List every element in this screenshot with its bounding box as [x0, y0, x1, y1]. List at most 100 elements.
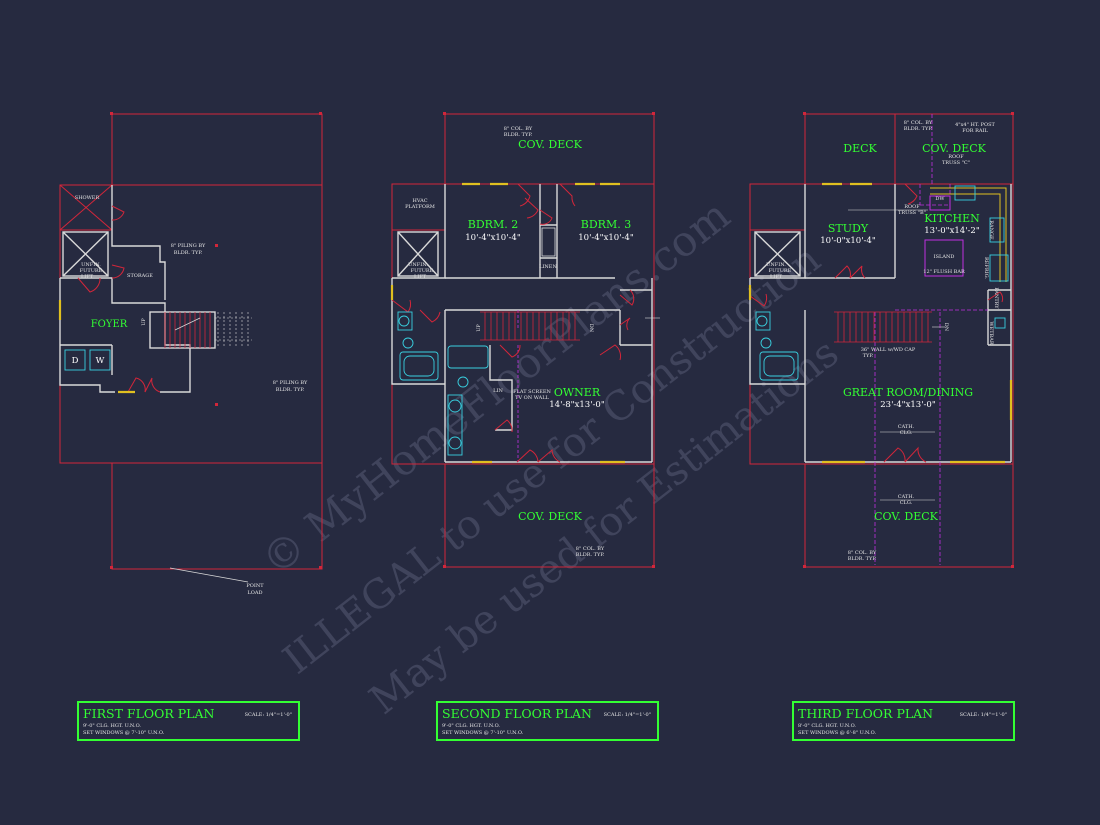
dryer-label: D [72, 356, 79, 366]
second-floor-plan: UP DN [390, 112, 660, 568]
second-floor-columns [443, 112, 655, 568]
cath-clg-arrows [848, 209, 935, 501]
third-floor-window-note: SET WINDOWS @ 6'-8" U.N.O. [798, 730, 877, 736]
tv-note-b: TV ON WALL [515, 395, 549, 401]
study-label: STUDY [828, 222, 869, 235]
owner-dim: 14'-8"x13'-0" [549, 400, 605, 410]
bdrm2-dim: 10'-4"x10'-4" [465, 233, 521, 243]
range-label: RANGE [988, 220, 994, 240]
second-cov-deck-top-label: COV. DECK [518, 138, 583, 151]
second-floor-clg-note: 9'-0" CLG. HGT. U.N.O. [442, 723, 500, 729]
first-floor-stair-arrow [174, 317, 201, 331]
owner-label: OWNER [554, 386, 601, 399]
first-floor-window-note: SET WINDOWS @ 7'-10" U.N.O. [83, 730, 165, 736]
pantry-label: PANTRY [993, 287, 999, 309]
refrig-label: REFRIG. [983, 257, 989, 279]
third-floor-title: THIRD FLOOR PLAN [798, 706, 934, 721]
bdrm2-label: BDRM. 2 [468, 218, 518, 231]
third-floor-title-block: THIRD FLOOR PLAN SCALE: 1/4"=1'-0" 8'-0"… [792, 701, 1015, 741]
cath-clg-1-b: CLG. [900, 430, 913, 436]
second-floor-title-block: SECOND FLOOR PLAN SCALE: 1/4"=1'-0" 9'-0… [436, 701, 659, 741]
bdrm3-dim: 10'-4"x10'-4" [578, 233, 634, 243]
third-future-label: FUTURE [769, 268, 792, 274]
second-floor-title: SECOND FLOOR PLAN [442, 706, 592, 721]
hvac-label-a: HVAC [412, 198, 427, 204]
island-label: ISLAND [934, 254, 955, 260]
third-floor-windows [748, 182, 1013, 464]
cath-clg-2-a: CATH. [898, 494, 915, 500]
great-room-dim: 23'-4"x13'-0" [880, 400, 936, 410]
first-floor-stairs [164, 312, 211, 348]
first-floor-scale: SCALE: 1/4"=1'-0" [244, 712, 292, 718]
first-lift-label: LIFT [81, 274, 94, 280]
first-floor-doors [77, 205, 161, 393]
piling-note-1a: 8" PILING BY [171, 243, 206, 249]
second-floor-dn-label: DN [588, 324, 594, 333]
third-floor-doors [749, 183, 1004, 463]
first-floor-title: FIRST FLOOR PLAN [83, 706, 215, 721]
first-floor-outline [59, 113, 323, 570]
third-floor-scale: SCALE: 1/4"=1'-0" [959, 712, 1007, 718]
watermark: © MyHomeFloorPlans.com ILLEGAL to use fo… [252, 190, 847, 724]
kitchen-label: KITCHEN [924, 212, 980, 225]
third-floor-columns [803, 112, 1014, 568]
post-note-a: 4"x4" HT. POST [955, 122, 995, 128]
linen-closet [541, 227, 556, 257]
second-floor-stairs [480, 311, 580, 341]
second-future-label: FUTURE [411, 268, 434, 274]
bdrm3-label: BDRM. 3 [581, 218, 631, 231]
third-floor-plan: DN DE [748, 112, 1014, 568]
roof-truss-b-b: TRUSS "B" [898, 210, 926, 216]
piling-note-2a: 8" PILING BY [273, 380, 308, 386]
second-floor-windows [390, 182, 625, 464]
third-lift-label: LIFT [770, 274, 783, 280]
storage-label: STORAGE [127, 273, 153, 279]
washer-dryer [64, 349, 111, 371]
cath-clg-1-a: CATH. [898, 424, 915, 430]
first-floor-stairs-dashed [215, 312, 252, 348]
point-load-leader [169, 567, 249, 583]
second-floor-doors [391, 183, 635, 463]
first-floor-walls [59, 185, 216, 393]
third-floor-ceiling-lines [874, 114, 988, 565]
third-col-top-a: 8" COL. BY [904, 120, 933, 126]
roof-truss-c-b: TRUSS "C" [942, 160, 970, 166]
third-floor-dn-label: DN [943, 323, 949, 332]
first-floor-windows [58, 300, 135, 394]
watermark-line-2: ILLEGAL to use for Construction [275, 236, 829, 683]
third-floor-clg-note: 8'-0" CLG. HGT. U.N.O. [798, 723, 856, 729]
wall-note-b: TYP. [863, 353, 874, 359]
post-note-b: FOR RAIL [962, 128, 988, 134]
third-col-bot-a: 8" COL. BY [848, 550, 877, 556]
first-future-label: FUTURE [80, 268, 103, 274]
second-col-top-a: 8" COL. BY [504, 126, 533, 132]
third-floor-outline [749, 113, 1014, 568]
third-col-bot-b: BLDR. TYP. [848, 556, 877, 562]
wetbar-label: WETBAR [988, 321, 994, 344]
second-floor-up-label: UP [476, 324, 482, 332]
first-floor-title-block: FIRST FLOOR PLAN SCALE: 1/4"=1'-0" 9'-0"… [77, 701, 300, 741]
flush-bar-label: 12" FLUSH BAR [923, 269, 965, 275]
cath-clg-2-b: CLG. [900, 500, 913, 506]
first-unfin-label: UNFIN. [81, 262, 101, 268]
dw-label: DW [935, 196, 945, 202]
second-floor-fixtures [397, 311, 489, 456]
lin-label: LIN [493, 388, 503, 394]
point-load-b: LOAD [247, 590, 262, 596]
washer-label: W [96, 356, 105, 366]
wall-note-a: 36" WALL w/WD CAP [861, 347, 916, 353]
third-cov-deck-bottom-label: COV. DECK [874, 510, 939, 523]
great-room-label: GREAT ROOM/DINING [843, 386, 973, 399]
third-unfin-label: UNFIN. [766, 262, 786, 268]
third-deck-label: DECK [843, 142, 877, 155]
foyer-label: FOYER [91, 319, 128, 330]
third-cov-deck-top-label: COV. DECK [922, 142, 987, 155]
second-floor-window-note: SET WINDOWS @ 7'-10" U.N.O. [442, 730, 524, 736]
kitchen-appliances [755, 185, 1009, 381]
kitchen-island [924, 195, 964, 277]
third-col-top-b: BLDR. TYP. [904, 126, 933, 132]
second-col-top-b: BLDR. TYP. [504, 132, 533, 138]
piling-note-1b: BLDR. TYP. [174, 250, 203, 256]
roof-truss-b-a: ROOF [904, 204, 920, 210]
point-load-a: POINT [246, 583, 264, 589]
